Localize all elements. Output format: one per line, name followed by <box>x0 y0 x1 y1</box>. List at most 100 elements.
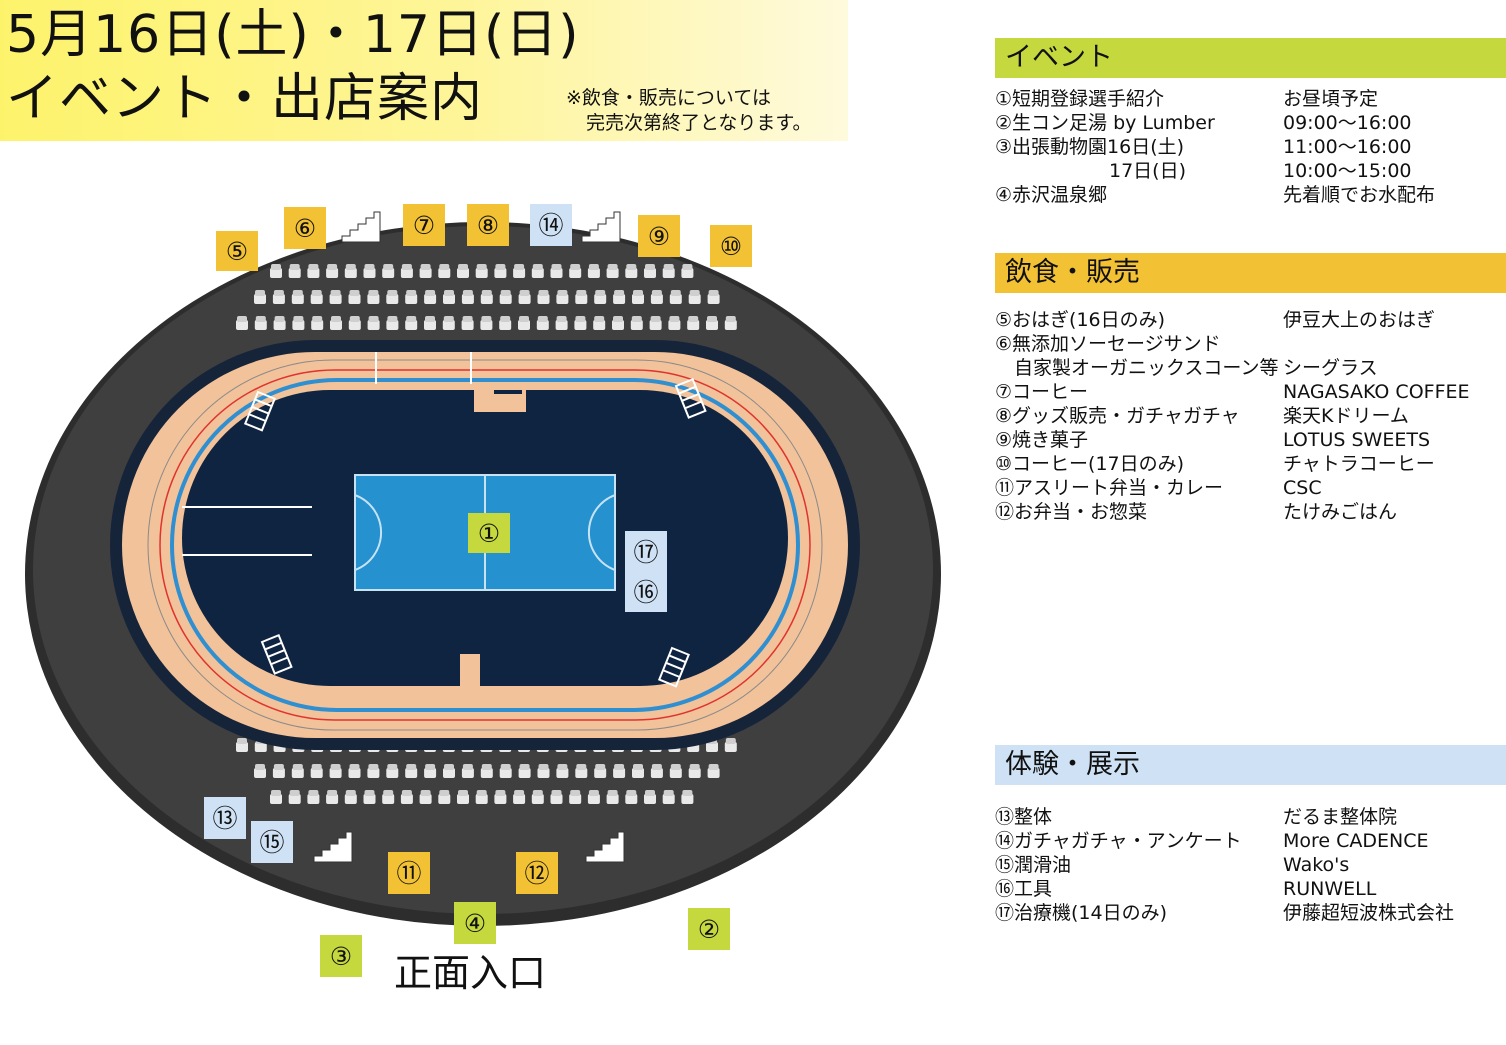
marker-9: ⑨ <box>638 215 680 257</box>
seat-icon <box>405 764 418 778</box>
seat-icon <box>254 290 266 304</box>
marker-2: ② <box>688 908 730 950</box>
list-item-name: ⑰治療機(14日のみ) <box>995 902 1168 924</box>
seat-icon <box>499 316 512 330</box>
list-item-detail: たけみごはん <box>1283 501 1398 523</box>
marker-4: ④ <box>454 902 496 944</box>
seat-icon <box>688 764 701 778</box>
marker-17: ⑰ <box>625 531 667 573</box>
seat-icon <box>518 764 531 778</box>
list-item-detail: シーグラス <box>1283 357 1378 379</box>
seat-icon <box>382 264 395 278</box>
seat-icon <box>681 264 694 278</box>
list-item-name: ⑯工具 <box>995 878 1053 900</box>
seat-icon <box>574 316 587 330</box>
marker-7: ⑦ <box>403 204 445 246</box>
list-item-detail: お昼頃予定 <box>1283 88 1379 110</box>
seat-icon <box>236 316 248 330</box>
list-item-detail: Wako's <box>1283 854 1350 876</box>
seat-icon <box>461 764 474 778</box>
seat-icon <box>236 738 248 752</box>
seat-icon <box>587 264 600 278</box>
title-dates: 5月16日(土)・17日(日) <box>6 5 580 65</box>
list-item-detail: RUNWELL <box>1283 878 1377 900</box>
seat-icon <box>386 290 399 304</box>
track-lane-blue <box>170 378 800 712</box>
seat-icon <box>513 264 526 278</box>
list-item-detail: 伊豆大上のおはぎ <box>1283 309 1436 331</box>
list-item-name: 17日(日) <box>995 160 1187 182</box>
list-item: ⑦コーヒー NAGASAKO COFFEE <box>995 380 1506 404</box>
seat-icon <box>537 764 550 778</box>
seat-icon <box>291 764 304 778</box>
list-item-name: ⑭ガチャガチャ・アンケート <box>995 830 1242 852</box>
infield-notch-bottom <box>420 654 480 686</box>
seat-icon <box>575 290 588 304</box>
seat-icon <box>386 764 399 778</box>
seat-icon <box>457 790 469 804</box>
seat-icon <box>461 316 474 330</box>
list-item-detail: NAGASAKO COFFEE <box>1283 381 1470 403</box>
seat-icon <box>513 790 526 804</box>
seat-icon <box>419 790 432 804</box>
seat-icon <box>587 790 600 804</box>
seat-icon <box>630 316 643 330</box>
seat-icon <box>367 316 380 330</box>
sales-note-line2: 完売次第終了となります。 <box>586 112 812 134</box>
sales-note: ※飲食・販売については 完売次第終了となります。 <box>566 86 812 136</box>
seat-icon <box>344 790 357 804</box>
seat-icon <box>400 264 413 278</box>
seat-icon <box>556 290 569 304</box>
seat-icon <box>594 764 607 778</box>
seat-icon <box>344 264 357 278</box>
seat-icon <box>273 316 286 330</box>
seat-icon <box>650 764 663 778</box>
list-item-name: ⑤おはぎ(16日のみ) <box>995 309 1166 331</box>
seat-icon <box>518 290 531 304</box>
seat-icon <box>669 764 682 778</box>
seat-icon <box>644 790 656 804</box>
list-item-detail: チャトラコーヒー <box>1283 453 1435 475</box>
seat-icon <box>644 264 656 278</box>
seat-icon <box>424 316 436 330</box>
seat-icon <box>400 790 413 804</box>
seat-icon <box>724 316 737 330</box>
seat-icon <box>307 790 320 804</box>
marker-5: ⑤ <box>216 231 258 271</box>
seat-icon <box>270 790 282 804</box>
seat-icon <box>288 264 301 278</box>
marker-10: ⑩ <box>710 225 752 267</box>
section-header-event: イベント <box>995 38 1506 78</box>
seat-icon <box>382 790 395 804</box>
seat-icon <box>405 290 418 304</box>
court-arc-right <box>588 494 616 571</box>
list-item-name: ①短期登録選手紹介 <box>995 88 1165 110</box>
main-entrance-label: 正面入口 <box>394 951 547 995</box>
list-item: ⑰治療機(14日のみ)伊藤超短波株式会社 <box>995 901 1506 925</box>
seat-icon <box>724 738 737 752</box>
seat-icon <box>442 316 455 330</box>
seat-icon <box>499 764 512 778</box>
seat-icon <box>254 764 266 778</box>
seat-icon <box>632 764 644 778</box>
seat-icon <box>669 290 682 304</box>
section-header-experience: 体験・展示 <box>995 745 1506 785</box>
list-item-name: ⑦コーヒー <box>995 381 1089 403</box>
marker-13: ⑬ <box>204 797 246 839</box>
seat-icon <box>310 290 323 304</box>
seat-icon <box>307 264 320 278</box>
seat-icon <box>687 316 700 330</box>
marker-3: ③ <box>320 935 362 977</box>
list-item-name: ⑨焼き菓子 <box>995 429 1089 451</box>
seat-icon <box>330 316 342 330</box>
list-item-detail: だるま整体院 <box>1283 806 1398 828</box>
seat-icon <box>424 290 437 304</box>
seat-icon <box>272 290 285 304</box>
seat-icon <box>594 290 607 304</box>
seat-icon <box>625 264 638 278</box>
seat-icon <box>649 316 662 330</box>
